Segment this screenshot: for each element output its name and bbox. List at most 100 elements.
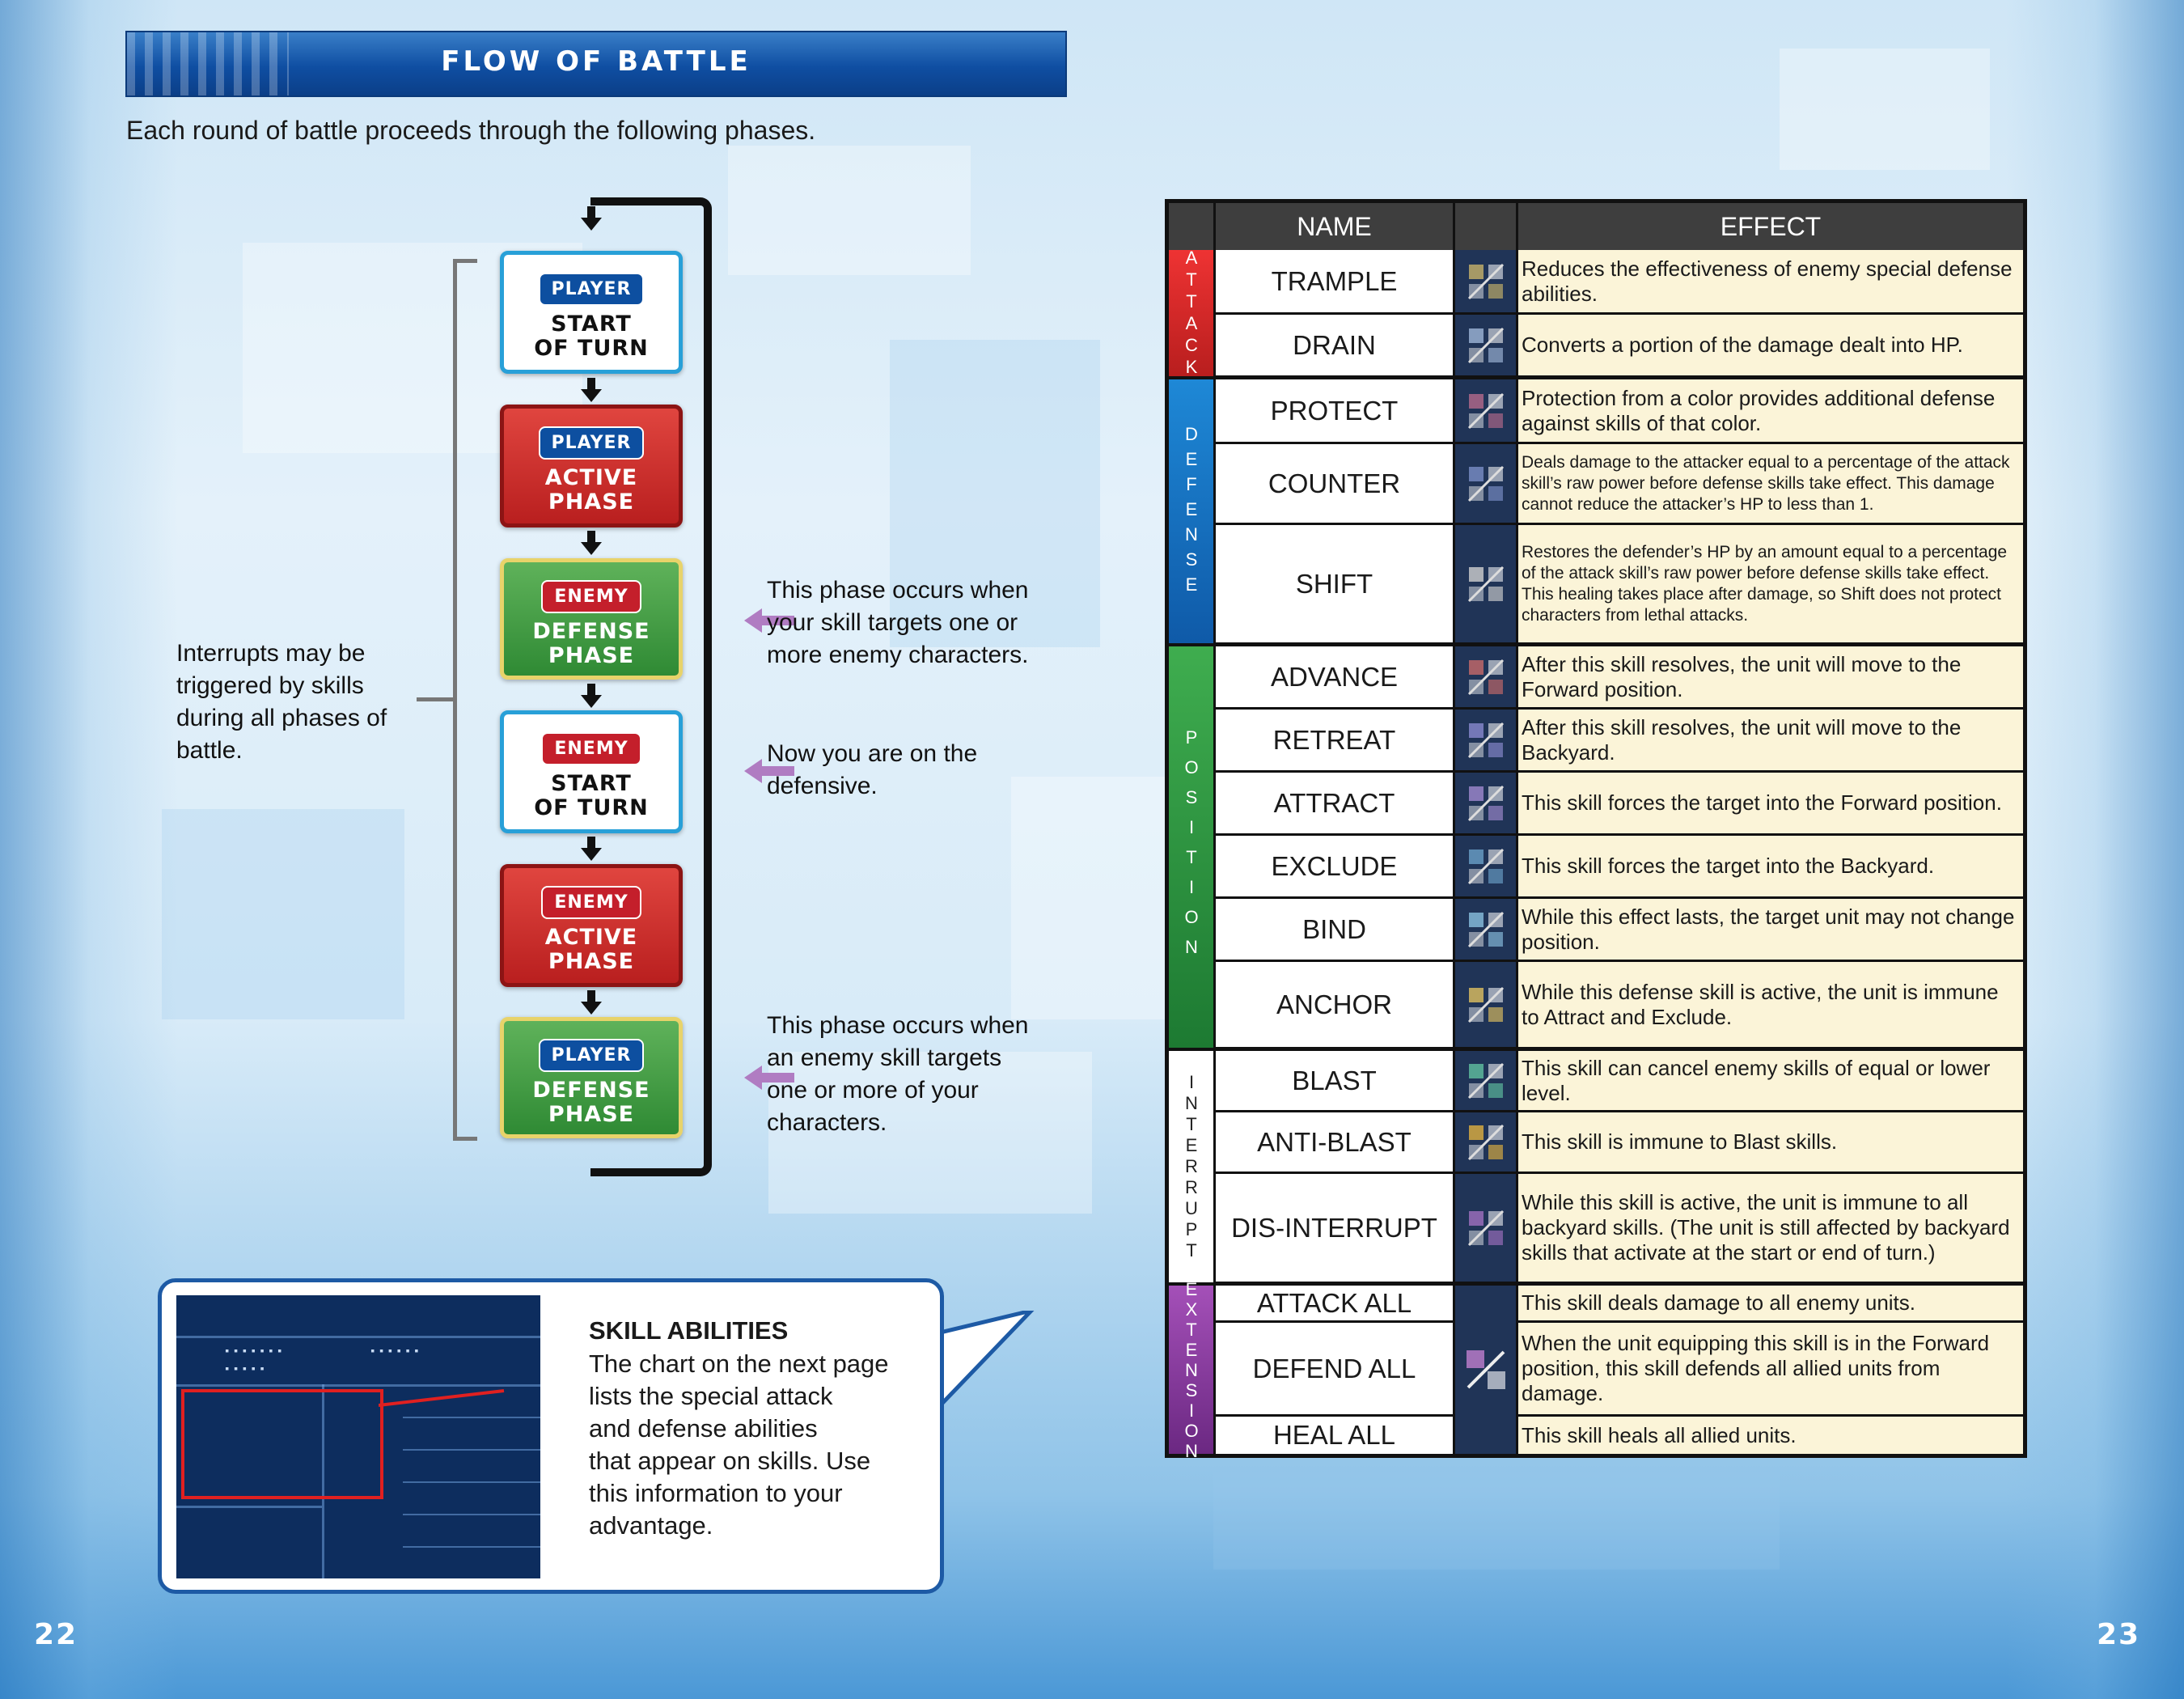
effect-text: After this skill resolves, the unit will… bbox=[1522, 714, 1962, 765]
skill-abilities-title: SKILL ABILITIES bbox=[589, 1316, 789, 1345]
table-row-effect: This skill can cancel enemy skills of eq… bbox=[1518, 1051, 2023, 1112]
table-row-effect: This skill heals all allied units. bbox=[1518, 1417, 2023, 1454]
category-attack: ATTACK bbox=[1169, 248, 1216, 379]
speech-bubble-tail bbox=[930, 1311, 1035, 1419]
skill-rune-icon bbox=[1455, 1174, 1518, 1286]
table-row-name: ANTI-BLAST bbox=[1216, 1112, 1455, 1174]
table-row-name: BLAST bbox=[1216, 1051, 1455, 1112]
loop-bottom bbox=[590, 1168, 615, 1176]
effect-text: This skill can cancel enemy skills of eq… bbox=[1522, 1055, 1991, 1105]
table-row-name: PROTECT bbox=[1216, 379, 1455, 444]
phase-tag: PLAYER bbox=[538, 273, 645, 306]
table-row-name: RETREAT bbox=[1216, 710, 1455, 773]
skill-rune-icon bbox=[1455, 444, 1518, 525]
table-row-name: ATTRACT bbox=[1216, 773, 1455, 836]
table-row-name: EXCLUDE bbox=[1216, 836, 1455, 899]
table-row-effect: Restores the defender’s HP by an amount … bbox=[1518, 525, 2023, 646]
loop-line bbox=[590, 197, 712, 1176]
table-row-effect: This skill is immune to Blast skills. bbox=[1518, 1112, 2023, 1174]
table-row-effect: This skill deals damage to all enemy uni… bbox=[1518, 1286, 2023, 1323]
down-arrow-icon bbox=[581, 206, 602, 231]
intro-text: Each round of battle proceeds through th… bbox=[126, 116, 816, 145]
table-row-effect: Reduces the effectiveness of enemy speci… bbox=[1518, 250, 2023, 315]
effect-text: This skill is immune to Blast skills. bbox=[1522, 1129, 1838, 1154]
pointer-arrow-icon bbox=[744, 759, 794, 783]
category-position: POSITION bbox=[1169, 646, 1216, 1051]
table-header-name: NAME bbox=[1216, 203, 1455, 250]
table-row-name: HEAL ALL bbox=[1216, 1417, 1455, 1454]
phase-tag: PLAYER bbox=[538, 1039, 645, 1072]
table-row-effect: This skill forces the target into the Ba… bbox=[1518, 836, 2023, 899]
down-arrow-icon bbox=[581, 684, 602, 708]
skill-abilities-box: ▪ ▪ ▪ ▪ ▪ ▪ ▪ ▪ ▪ ▪ ▪ ▪ ▪ ▪ ▪ ▪ ▪ ▪ bbox=[158, 1278, 944, 1594]
interrupt-bracket bbox=[453, 259, 477, 1141]
effect-text: Restores the defender’s HP by an amount … bbox=[1522, 542, 2008, 625]
down-arrow-icon bbox=[581, 990, 602, 1015]
table-row-name: ADVANCE bbox=[1216, 646, 1455, 710]
effect-text: While this effect lasts, the target unit… bbox=[1522, 904, 2015, 954]
table-header-effect: EFFECT bbox=[1518, 203, 2023, 250]
effect-text: After this skill resolves, the unit will… bbox=[1522, 651, 1962, 701]
table-row-name: ANCHOR bbox=[1216, 962, 1455, 1051]
table-row-effect: After this skill resolves, the unit will… bbox=[1518, 710, 2023, 773]
table-row-effect: While this skill is active, the unit is … bbox=[1518, 1174, 2023, 1286]
table-header-corner bbox=[1169, 203, 1216, 250]
page-title: FLOW OF BATTLE bbox=[441, 45, 751, 78]
effect-text: Protection from a color provides additio… bbox=[1522, 385, 1996, 435]
table-row-name: COUNTER bbox=[1216, 444, 1455, 525]
pointer-arrow-icon bbox=[744, 608, 794, 633]
table-row-name: BIND bbox=[1216, 899, 1455, 962]
table-row-name: TRAMPLE bbox=[1216, 250, 1455, 315]
skill-rune-icon bbox=[1455, 773, 1518, 836]
effect-text: This skill deals damage to all enemy uni… bbox=[1522, 1290, 1916, 1315]
effect-text: While this skill is active, the unit is … bbox=[1522, 1190, 2010, 1265]
effect-text: This skill forces the target into the Ba… bbox=[1522, 854, 1935, 878]
skill-rune-icon bbox=[1455, 646, 1518, 710]
table-row-effect: After this skill resolves, the unit will… bbox=[1518, 646, 2023, 710]
skill-rune-icon bbox=[1455, 1051, 1518, 1112]
header-stripes bbox=[127, 32, 289, 95]
effect-text: When the unit equipping this skill is in… bbox=[1522, 1331, 1990, 1405]
phase-tag: ENEMY bbox=[541, 886, 641, 919]
extension-icon bbox=[1455, 1286, 1518, 1454]
category-defense: DEFENSE bbox=[1169, 379, 1216, 646]
table-row-name: ATTACK ALL bbox=[1216, 1286, 1455, 1323]
effect-text: Reduces the effectiveness of enemy speci… bbox=[1522, 256, 2013, 306]
down-arrow-icon bbox=[581, 837, 602, 861]
down-arrow-icon bbox=[581, 378, 602, 402]
effect-text: This skill forces the target into the Fo… bbox=[1522, 790, 2002, 815]
table-header-icon bbox=[1455, 203, 1518, 250]
category-interrupt: INTERRUPT bbox=[1169, 1051, 1216, 1286]
callout-line bbox=[379, 1389, 505, 1407]
highlight-frame bbox=[181, 1389, 383, 1499]
effect-text: Converts a portion of the damage dealt i… bbox=[1522, 333, 1963, 357]
page-number-right: 23 bbox=[2097, 1618, 2141, 1651]
table-row-effect: When the unit equipping this skill is in… bbox=[1518, 1323, 2023, 1417]
loop-top bbox=[590, 197, 615, 205]
phase-tag: PLAYER bbox=[538, 426, 645, 460]
table-row-effect: Deals damage to the attacker equal to a … bbox=[1518, 444, 2023, 525]
skill-rune-icon bbox=[1455, 315, 1518, 379]
effect-text: Deals damage to the attacker equal to a … bbox=[1522, 452, 2010, 514]
table-row-name: DEFEND ALL bbox=[1216, 1323, 1455, 1417]
phase-tag: ENEMY bbox=[541, 580, 641, 613]
effect-text: While this defense skill is active, the … bbox=[1522, 979, 1999, 1029]
page-number-left: 22 bbox=[34, 1618, 78, 1651]
down-arrow-icon bbox=[581, 531, 602, 555]
table-row-name: DIS-INTERRUPT bbox=[1216, 1174, 1455, 1286]
effect-text: This skill heals all allied units. bbox=[1522, 1422, 1797, 1447]
